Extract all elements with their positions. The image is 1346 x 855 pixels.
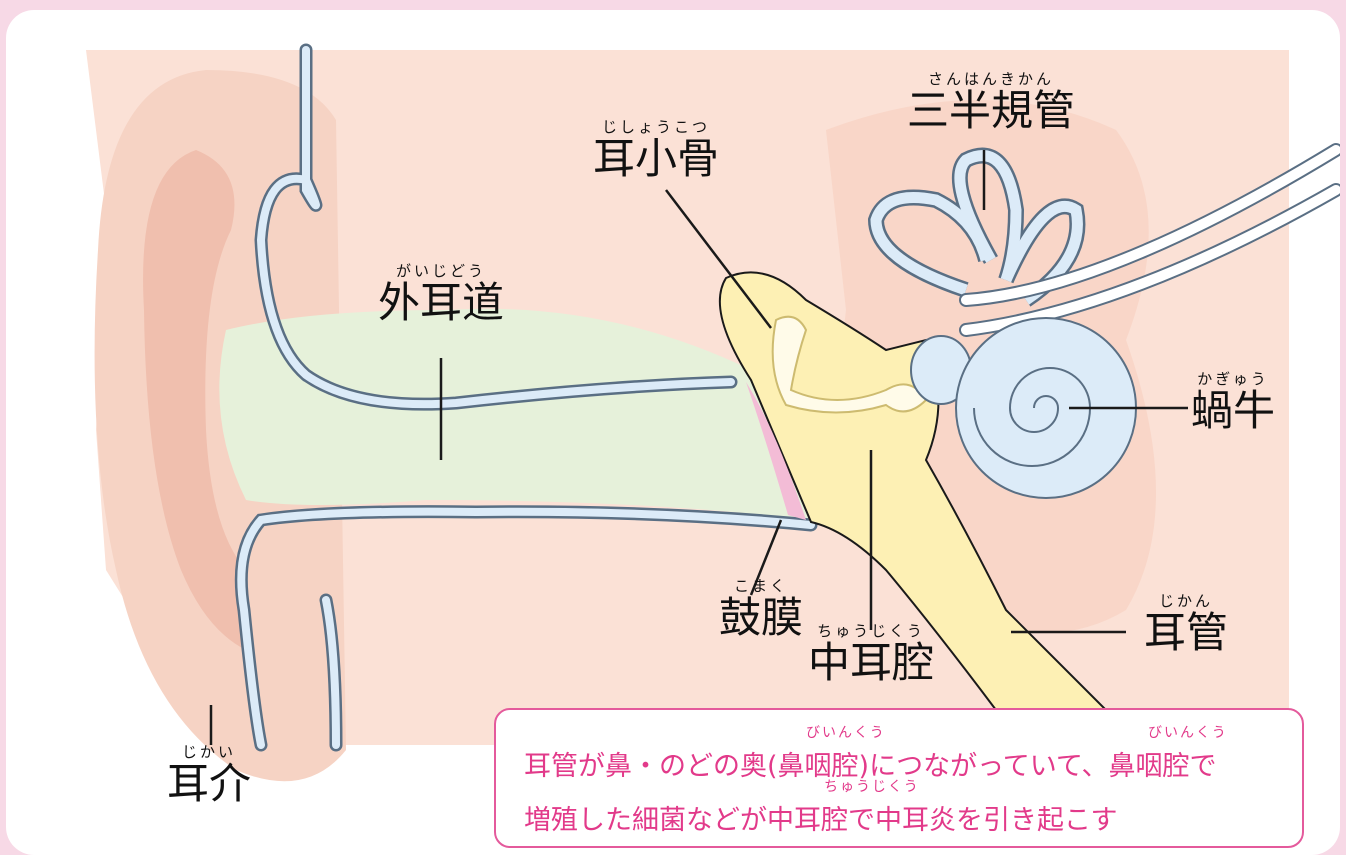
diagram-card: がいじどう 外耳道 じしょうこつ 耳小骨 さんはんきかん 三半規管 かぎゅう 蝸… [6, 10, 1340, 855]
ossicles-shape [771, 315, 928, 414]
ruby-jikan: じかん [1158, 592, 1213, 610]
semicircular-canals-fill [870, 150, 1083, 305]
label-komaku: こまく 鼓膜 [711, 577, 811, 641]
eardrum-shape [746, 382, 806, 520]
ruby-komaku: こまく [733, 577, 788, 595]
middle-ear-cavity [718, 271, 1109, 711]
text-kagyuu: 蝸牛 [1190, 386, 1275, 435]
note-ruby-chuujikuu: ちゅうじくう [824, 779, 920, 795]
label-gaijidou: がいじどう 外耳道 [371, 262, 511, 326]
note-ruby-biinkuu-1: びいんくう [806, 725, 886, 741]
ruby-sanhankikan: さんはんきかん [927, 70, 1054, 88]
ruby-kagyuu: かぎゅう [1197, 370, 1269, 388]
explanation-note-box: びいんくう びいんくう 耳管が鼻・のどの奥(鼻咽腔)につながっていて、鼻咽腔で … [494, 708, 1304, 848]
text-chuujikuu: 中耳腔 [807, 638, 934, 687]
label-chuujikuu: ちゅうじくう 中耳腔 [806, 622, 936, 686]
label-jishoukotsu: じしょうこつ 耳小骨 [586, 118, 726, 182]
text-komaku: 鼓膜 [718, 593, 803, 642]
note-line-1: 耳管が鼻・のどの奥(鼻咽腔)につながっていて、鼻咽腔で [524, 751, 1217, 782]
label-kagyuu: かぎゅう 蝸牛 [1188, 370, 1278, 434]
note-line-2: 増殖した細菌などが中耳腔で中耳炎を引き起こす [524, 805, 1118, 836]
text-jikai: 耳介 [166, 759, 251, 808]
ruby-gaijidou: がいじどう [395, 262, 486, 280]
ruby-jishoukotsu: じしょうこつ [601, 118, 710, 136]
text-jishoukotsu: 耳小骨 [592, 134, 719, 183]
auditory-nerve-fill [961, 145, 1340, 335]
pinna-inner-fold [143, 150, 246, 650]
leader-lines [209, 150, 1188, 745]
ear-canal [219, 308, 812, 520]
label-sanhankikan: さんはんきかん 三半規管 [901, 70, 1081, 134]
label-jikan: じかん 耳管 [1131, 592, 1241, 656]
ruby-chuujikuu: ちゅうじくう [817, 622, 925, 640]
text-gaijidou: 外耳道 [377, 278, 504, 327]
label-jikai: じかい 耳介 [154, 743, 264, 807]
ruby-jikai: じかい [181, 743, 236, 761]
canal-lower-wall-fill [237, 507, 815, 749]
note-ruby-biinkuu-2: びいんくう [1148, 725, 1228, 741]
text-jikan: 耳管 [1143, 608, 1228, 657]
canal-upper-wall-fill [256, 46, 735, 409]
text-sanhankikan: 三半規管 [906, 86, 1075, 135]
ear-anatomy-illustration [86, 43, 1340, 782]
